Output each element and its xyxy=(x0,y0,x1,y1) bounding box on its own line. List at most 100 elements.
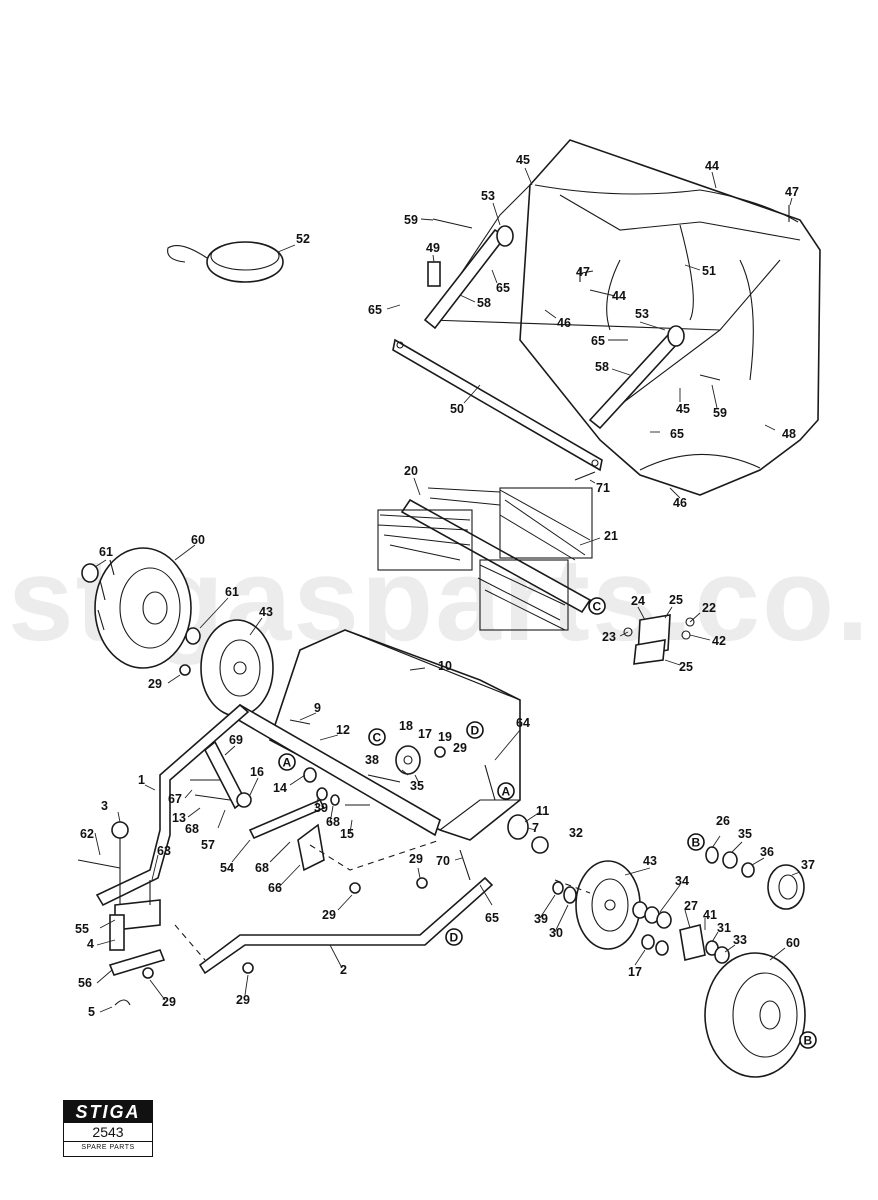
callout-43: 43 xyxy=(643,854,657,868)
washer-35 xyxy=(722,851,738,869)
washer-30 xyxy=(563,886,577,904)
callout-55: 55 xyxy=(75,922,89,936)
callout-56: 56 xyxy=(78,976,92,990)
callout-2: 2 xyxy=(340,963,347,977)
callout-54: 54 xyxy=(220,861,234,875)
callout-17: 17 xyxy=(628,965,642,979)
callout-52: 52 xyxy=(296,232,310,246)
callout-46: 46 xyxy=(673,496,687,510)
callout-25: 25 xyxy=(669,593,683,607)
callout-14: 14 xyxy=(273,781,287,795)
callout-65: 65 xyxy=(591,334,605,348)
ref-marker-c-housing: C xyxy=(368,728,386,746)
ref-marker-b-hubcap: B xyxy=(687,833,705,851)
callout-66: 66 xyxy=(268,881,282,895)
callout-16: 16 xyxy=(250,765,264,779)
svg-text:D: D xyxy=(450,931,459,945)
callout-29: 29 xyxy=(409,852,423,866)
callout-5: 5 xyxy=(88,1005,95,1019)
pin-right xyxy=(699,374,721,381)
collection-bag xyxy=(519,139,821,496)
callout-71: 71 xyxy=(596,481,610,495)
hub-right xyxy=(575,860,641,950)
bolt-70 xyxy=(459,849,471,881)
callout-29: 29 xyxy=(148,677,162,691)
bracket-plate xyxy=(623,614,695,665)
callout-50: 50 xyxy=(450,402,464,416)
callout-39: 39 xyxy=(314,801,328,815)
ref-marker-a-lever: A xyxy=(278,753,296,771)
callout-21: 21 xyxy=(604,529,618,543)
callout-68: 68 xyxy=(255,861,269,875)
nut-29-c xyxy=(242,962,254,974)
support-bar xyxy=(392,338,603,472)
callout-47: 47 xyxy=(785,185,799,199)
callout-9: 9 xyxy=(314,701,321,715)
callout-69: 69 xyxy=(229,733,243,747)
callout-3: 3 xyxy=(101,799,108,813)
height-lever xyxy=(203,740,326,872)
drive-pulley xyxy=(395,745,421,775)
callout-20: 20 xyxy=(404,464,418,478)
washer-68 xyxy=(330,794,340,806)
svg-text:C: C xyxy=(373,731,382,745)
callout-47: 47 xyxy=(576,265,590,279)
cap-61-top xyxy=(81,563,99,583)
clip-5 xyxy=(114,999,131,1006)
wheel-left xyxy=(94,547,192,669)
leader-lines xyxy=(94,167,801,1013)
handle-tube-1 xyxy=(95,703,250,907)
callout-35: 35 xyxy=(410,779,424,793)
callout-38: 38 xyxy=(365,753,379,767)
callout-61: 61 xyxy=(225,585,239,599)
bracket-49 xyxy=(427,261,441,287)
callout-58: 58 xyxy=(595,360,609,374)
nut-29-e xyxy=(434,746,446,758)
callout-49: 49 xyxy=(426,241,440,255)
spare-parts-label: SPARE PARTS xyxy=(81,1144,135,1151)
svg-text:A: A xyxy=(283,756,292,770)
callout-63: 63 xyxy=(157,844,171,858)
hub-left xyxy=(200,619,274,717)
callout-17: 17 xyxy=(418,727,432,741)
callout-70: 70 xyxy=(436,854,450,868)
svg-text:C: C xyxy=(593,600,602,614)
callout-65: 65 xyxy=(485,911,499,925)
gear-27 xyxy=(679,924,706,961)
callout-4: 4 xyxy=(87,937,94,951)
callout-19: 19 xyxy=(438,730,452,744)
diagram-code: 2543 xyxy=(64,1123,152,1142)
callout-29: 29 xyxy=(236,993,250,1007)
nut-29-wheel xyxy=(179,664,191,676)
callout-42: 42 xyxy=(712,634,726,648)
stiga-logo: STIGA xyxy=(64,1101,152,1123)
callout-24: 24 xyxy=(631,594,645,608)
callout-26: 26 xyxy=(716,814,730,828)
hub-cap-37 xyxy=(767,864,805,910)
washer-39 xyxy=(316,787,328,801)
ring-26 xyxy=(705,846,719,864)
callout-1: 1 xyxy=(138,773,145,787)
callout-68: 68 xyxy=(326,815,340,829)
callout-64: 64 xyxy=(516,716,530,730)
callout-57: 57 xyxy=(201,838,215,852)
callout-12: 12 xyxy=(336,723,350,737)
callout-60: 60 xyxy=(191,533,205,547)
callout-18: 18 xyxy=(399,719,413,733)
callout-10: 10 xyxy=(438,659,452,673)
washer-39-b xyxy=(552,881,564,895)
svg-text:A: A xyxy=(502,785,511,799)
callout-39: 39 xyxy=(534,912,548,926)
callout-36: 36 xyxy=(760,845,774,859)
washer-stack xyxy=(632,901,672,956)
callout-37: 37 xyxy=(801,858,815,872)
callout-44: 44 xyxy=(705,159,719,173)
svg-text:B: B xyxy=(804,1034,813,1048)
callout-65: 65 xyxy=(670,427,684,441)
callout-53: 53 xyxy=(635,307,649,321)
callout-51: 51 xyxy=(702,264,716,278)
bolt-13 xyxy=(194,794,231,801)
callout-23: 23 xyxy=(602,630,616,644)
bolt-64 xyxy=(484,764,496,801)
